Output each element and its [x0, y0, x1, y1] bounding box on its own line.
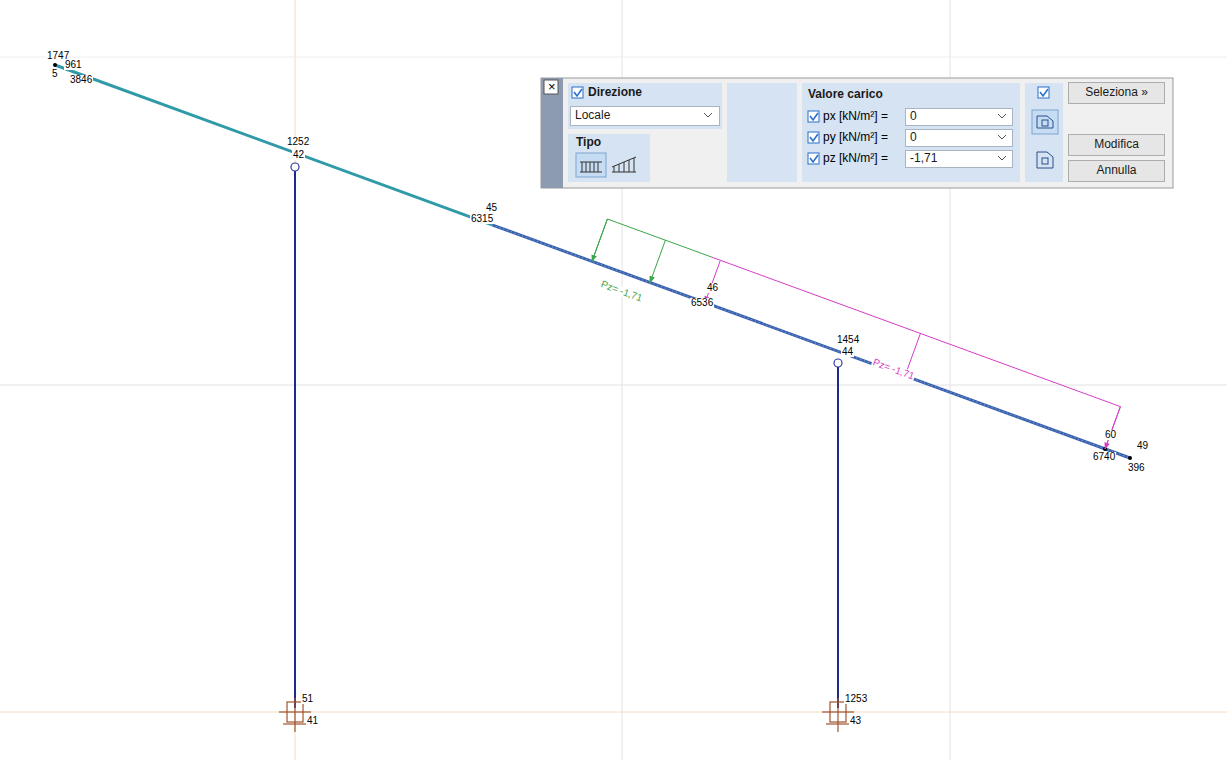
- close-glyph: ×: [547, 80, 557, 93]
- node-text: Direzione: [588, 86, 642, 100]
- inclined-beam: [53, 63, 1132, 460]
- node-number: 5: [51, 69, 59, 79]
- node-text: Modifica: [1094, 138, 1139, 152]
- type-section: Tipo: [568, 134, 650, 182]
- element-number: 44: [841, 347, 854, 357]
- node-number: 1253: [844, 694, 868, 704]
- element-number: 43: [849, 716, 862, 726]
- field-label: px [kN/m²] =: [822, 110, 889, 122]
- node-number: 60: [1104, 430, 1117, 440]
- modify-button: Modifica: [1068, 134, 1165, 156]
- node-text: 0: [910, 131, 917, 145]
- cancel-button: Annulla: [1068, 160, 1165, 182]
- field-label: py [kN/m²] =: [822, 131, 889, 143]
- field-label: pz [kN/m²] =: [822, 152, 889, 164]
- node-text: Seleziona »: [1085, 86, 1148, 100]
- node-number: 1454: [836, 335, 860, 345]
- load-value: Pz= -1,71: [599, 279, 645, 304]
- load-value: Pz= -1,71: [871, 357, 917, 382]
- node-text: 0: [910, 110, 917, 124]
- node-number: 45: [485, 203, 498, 213]
- element-number: 6315: [470, 214, 494, 224]
- element-number: 42: [292, 150, 305, 160]
- element-number: 6536: [690, 298, 714, 308]
- element-number: 6740: [1092, 452, 1116, 462]
- node-number: 961: [64, 60, 83, 70]
- element-number: 3846: [69, 75, 93, 85]
- select-button: Seleziona »: [1068, 82, 1165, 104]
- dropdown-field: Locale: [570, 106, 720, 126]
- node-text: Annulla: [1096, 164, 1136, 178]
- node-number: 49: [1136, 441, 1149, 451]
- support-symbol: [279, 698, 854, 732]
- dialog-panel: [541, 78, 1173, 188]
- input-field: 0: [905, 108, 1013, 126]
- element-number: 41: [306, 716, 319, 726]
- node-number: 46: [706, 283, 719, 293]
- direction-section: DirezioneLocale: [568, 83, 722, 129]
- node-number: 51: [301, 694, 314, 704]
- load-green: [592, 219, 712, 283]
- surface-icon: [1032, 110, 1058, 168]
- node-text: Valore carico: [808, 88, 883, 102]
- node-text: -1,71: [910, 152, 937, 166]
- node-number: 1252: [286, 137, 310, 147]
- node-text: Tipo: [576, 136, 601, 150]
- element-number: 396: [1127, 463, 1146, 473]
- load-magenta: [705, 257, 1120, 449]
- input-field: 0: [905, 129, 1013, 147]
- node-text: Locale: [575, 109, 610, 123]
- input-field: -1,71: [905, 150, 1013, 168]
- columns: [291, 163, 842, 708]
